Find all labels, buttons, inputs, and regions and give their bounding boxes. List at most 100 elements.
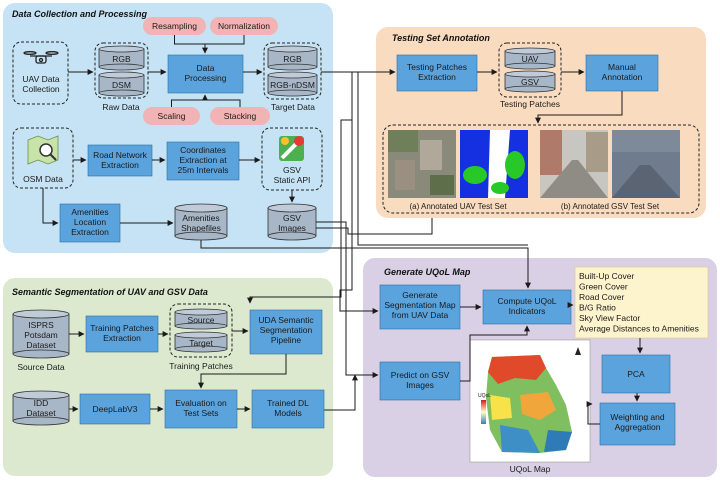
target-rgb-cylinder: RGB [267, 45, 318, 71]
rgb-cylinder: RGB [98, 45, 145, 71]
cross-panel-connectors [200, 69, 531, 411]
resampling-label: Resampling [152, 21, 197, 31]
source-cylinder: Source [174, 308, 228, 330]
uav-segmentation-mask [460, 130, 528, 198]
annotated-test-sets-group [382, 124, 700, 214]
pca-box [601, 354, 671, 394]
trained-models-box [251, 389, 325, 429]
uda-pipeline-box [249, 309, 323, 355]
deeplab-label: DeepLabV3 [93, 404, 138, 414]
arrow-annotation-to-testsets [535, 91, 623, 124]
source-data-caption: Source Data [17, 362, 65, 372]
generate-segmentation-map-box [379, 284, 461, 330]
uqol-map-figure: UQoL [469, 339, 591, 463]
training-patches-caption: Training Patches [169, 361, 232, 371]
target-data-caption: Target Data [271, 102, 315, 112]
compute-indicators-box [482, 289, 572, 325]
segmentation-arrows [69, 328, 287, 412]
testing-patches-extraction-box [396, 54, 478, 92]
uav-label: UAV [522, 54, 539, 64]
uqol-map-caption: UQoL Map [510, 464, 551, 474]
predict-gsv-box [379, 361, 461, 401]
google-street-view-icon [279, 136, 304, 161]
dsm-label: DSM [112, 80, 131, 90]
panel-data-collection [3, 3, 333, 253]
testing-patches-group [498, 42, 562, 98]
testing-patches-caption: Testing Patches [500, 99, 560, 109]
target-data-group [263, 42, 322, 100]
raw-data-caption: Raw Data [102, 102, 140, 112]
weighting-box [599, 402, 676, 446]
pca-label: PCA [627, 369, 645, 379]
osm-group [12, 127, 74, 189]
stacking-pill [210, 107, 270, 125]
uqol-arrows [460, 302, 643, 425]
rgb-label: RGB [112, 54, 131, 64]
panel-semantic-segmentation [3, 278, 333, 476]
indicators-list-box [574, 266, 709, 339]
north-arrow-icon [575, 347, 581, 355]
data-processing-box [167, 54, 244, 94]
training-patches-extraction-box [85, 315, 159, 353]
map-icon [27, 135, 59, 165]
road-network-box [87, 144, 153, 177]
target-cylinder: Target [174, 331, 228, 353]
gsv-segmentation-mask [612, 130, 680, 198]
dsm-cylinder: DSM [98, 71, 145, 97]
gsv-label: GSV [521, 77, 539, 87]
panel-title-collection: Data Collection and Processing [12, 9, 148, 19]
normalization-pill [210, 17, 278, 35]
panel-title-segmentation: Semantic Segmentation of UAV and GSV Dat… [12, 287, 208, 297]
target-ndsm-cylinder: RGB-nDSM [267, 71, 318, 97]
collection-arrows [42, 35, 295, 226]
target-rgb-label: RGB [283, 54, 302, 64]
osm-data-label: OSM Data [23, 174, 63, 184]
normalization-label: Normalization [218, 21, 270, 31]
resampling-pill [143, 17, 206, 35]
coordinates-extraction-box [166, 141, 240, 181]
panel-title-uqol: Generate UQoL Map [384, 267, 471, 277]
gsv-test-set-caption: (b) Annotated GSV Test Set [561, 202, 660, 211]
scaling-label: Scaling [158, 111, 186, 121]
indicators-list: Built-Up Cover Green Cover Road Cover B/… [579, 271, 699, 334]
drone-icon [23, 51, 59, 64]
scaling-pill [143, 107, 200, 125]
source-label: Source [188, 315, 215, 325]
gsv-cylinder: GSV [504, 70, 556, 93]
uav-cylinder: UAV [504, 47, 556, 70]
panel-title-testing: Testing Set Annotation [392, 33, 490, 43]
uav-test-set-caption: (a) Annotated UAV Test Set [409, 202, 507, 211]
uav-test-image [388, 130, 456, 198]
target-ndsm-label: RGB-nDSM [270, 80, 315, 90]
uqol-legend-label: UQoL [478, 393, 491, 399]
target-label: Target [189, 338, 213, 348]
gsv-test-image [540, 130, 608, 198]
stacking-label: Stacking [224, 111, 257, 121]
manual-annotation-box [585, 54, 659, 92]
